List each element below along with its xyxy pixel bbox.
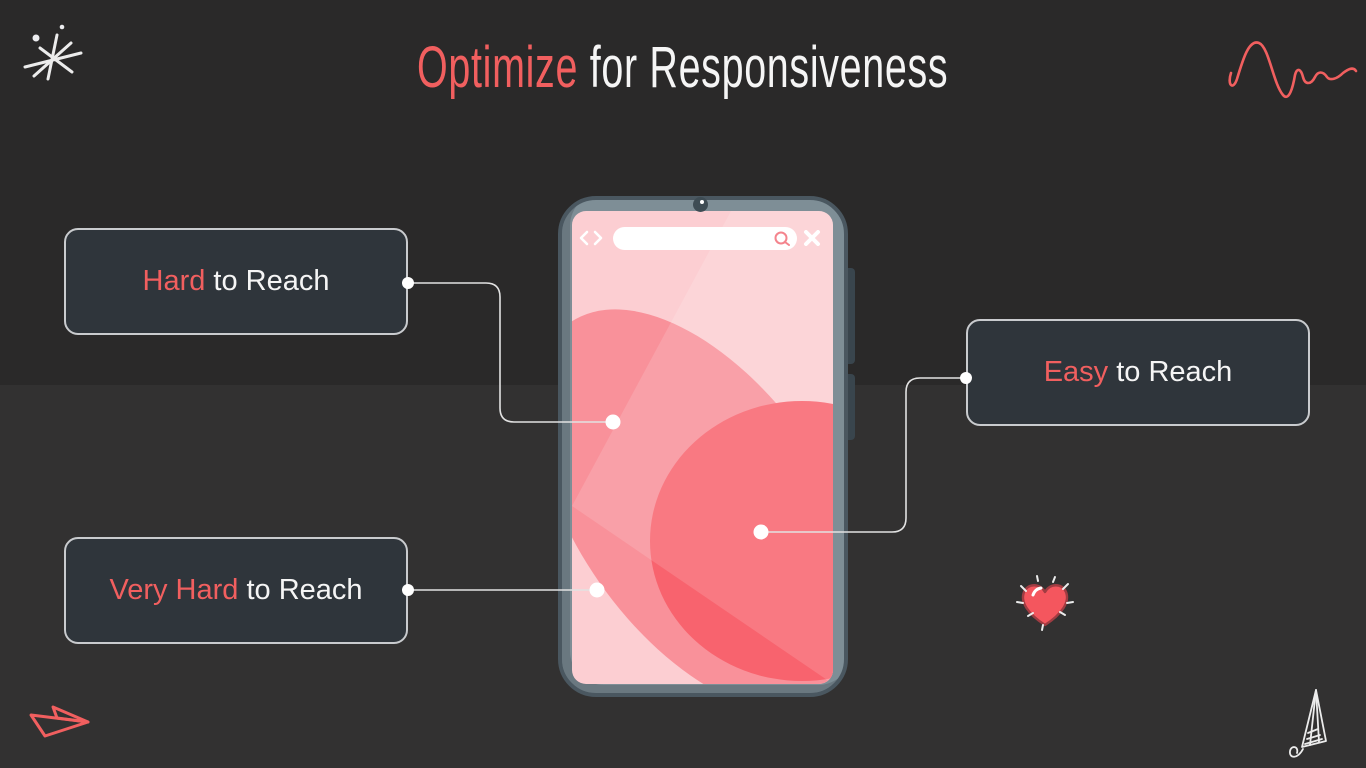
phone-volume-button (845, 268, 855, 364)
page-title: Optimize for Responsiveness (0, 34, 1366, 101)
search-icon (774, 231, 790, 246)
callout-easy-to-reach: Easy to Reach (966, 319, 1310, 426)
camera-glint (700, 200, 704, 204)
callout-hard-to-reach: Hard to Reach (64, 228, 408, 335)
browser-toolbar (572, 211, 833, 253)
front-camera-icon (693, 197, 708, 212)
browser-search-input (613, 227, 797, 250)
title-rest: for Responsiveness (590, 35, 949, 100)
callout-very-hard-rest: to Reach (246, 574, 363, 606)
screen-sheen (572, 211, 833, 684)
callout-very-hard-to-reach: Very Hard to Reach (64, 537, 408, 644)
squiggle-icon (1228, 41, 1358, 98)
sparkle-icon (23, 24, 83, 81)
heart-icon (1016, 575, 1074, 631)
reach-zones (572, 211, 833, 684)
chevron-right-icon (593, 230, 603, 246)
phone-body (558, 196, 848, 697)
callout-easy-emphasis: Easy (1043, 356, 1109, 388)
back-forward-icons (579, 230, 603, 246)
title-emphasis: Optimize (417, 35, 579, 100)
phone-screen (572, 211, 833, 684)
chevron-left-icon (579, 230, 589, 246)
callout-hard-rest: to Reach (213, 265, 330, 297)
quill-plane-icon (1289, 689, 1327, 758)
callout-very-hard-emphasis: Very Hard (109, 574, 239, 606)
callout-easy-rest: to Reach (1116, 356, 1233, 388)
callout-hard-emphasis: Hard (142, 265, 206, 297)
paper-plane-icon (29, 705, 90, 738)
close-icon (804, 230, 820, 246)
